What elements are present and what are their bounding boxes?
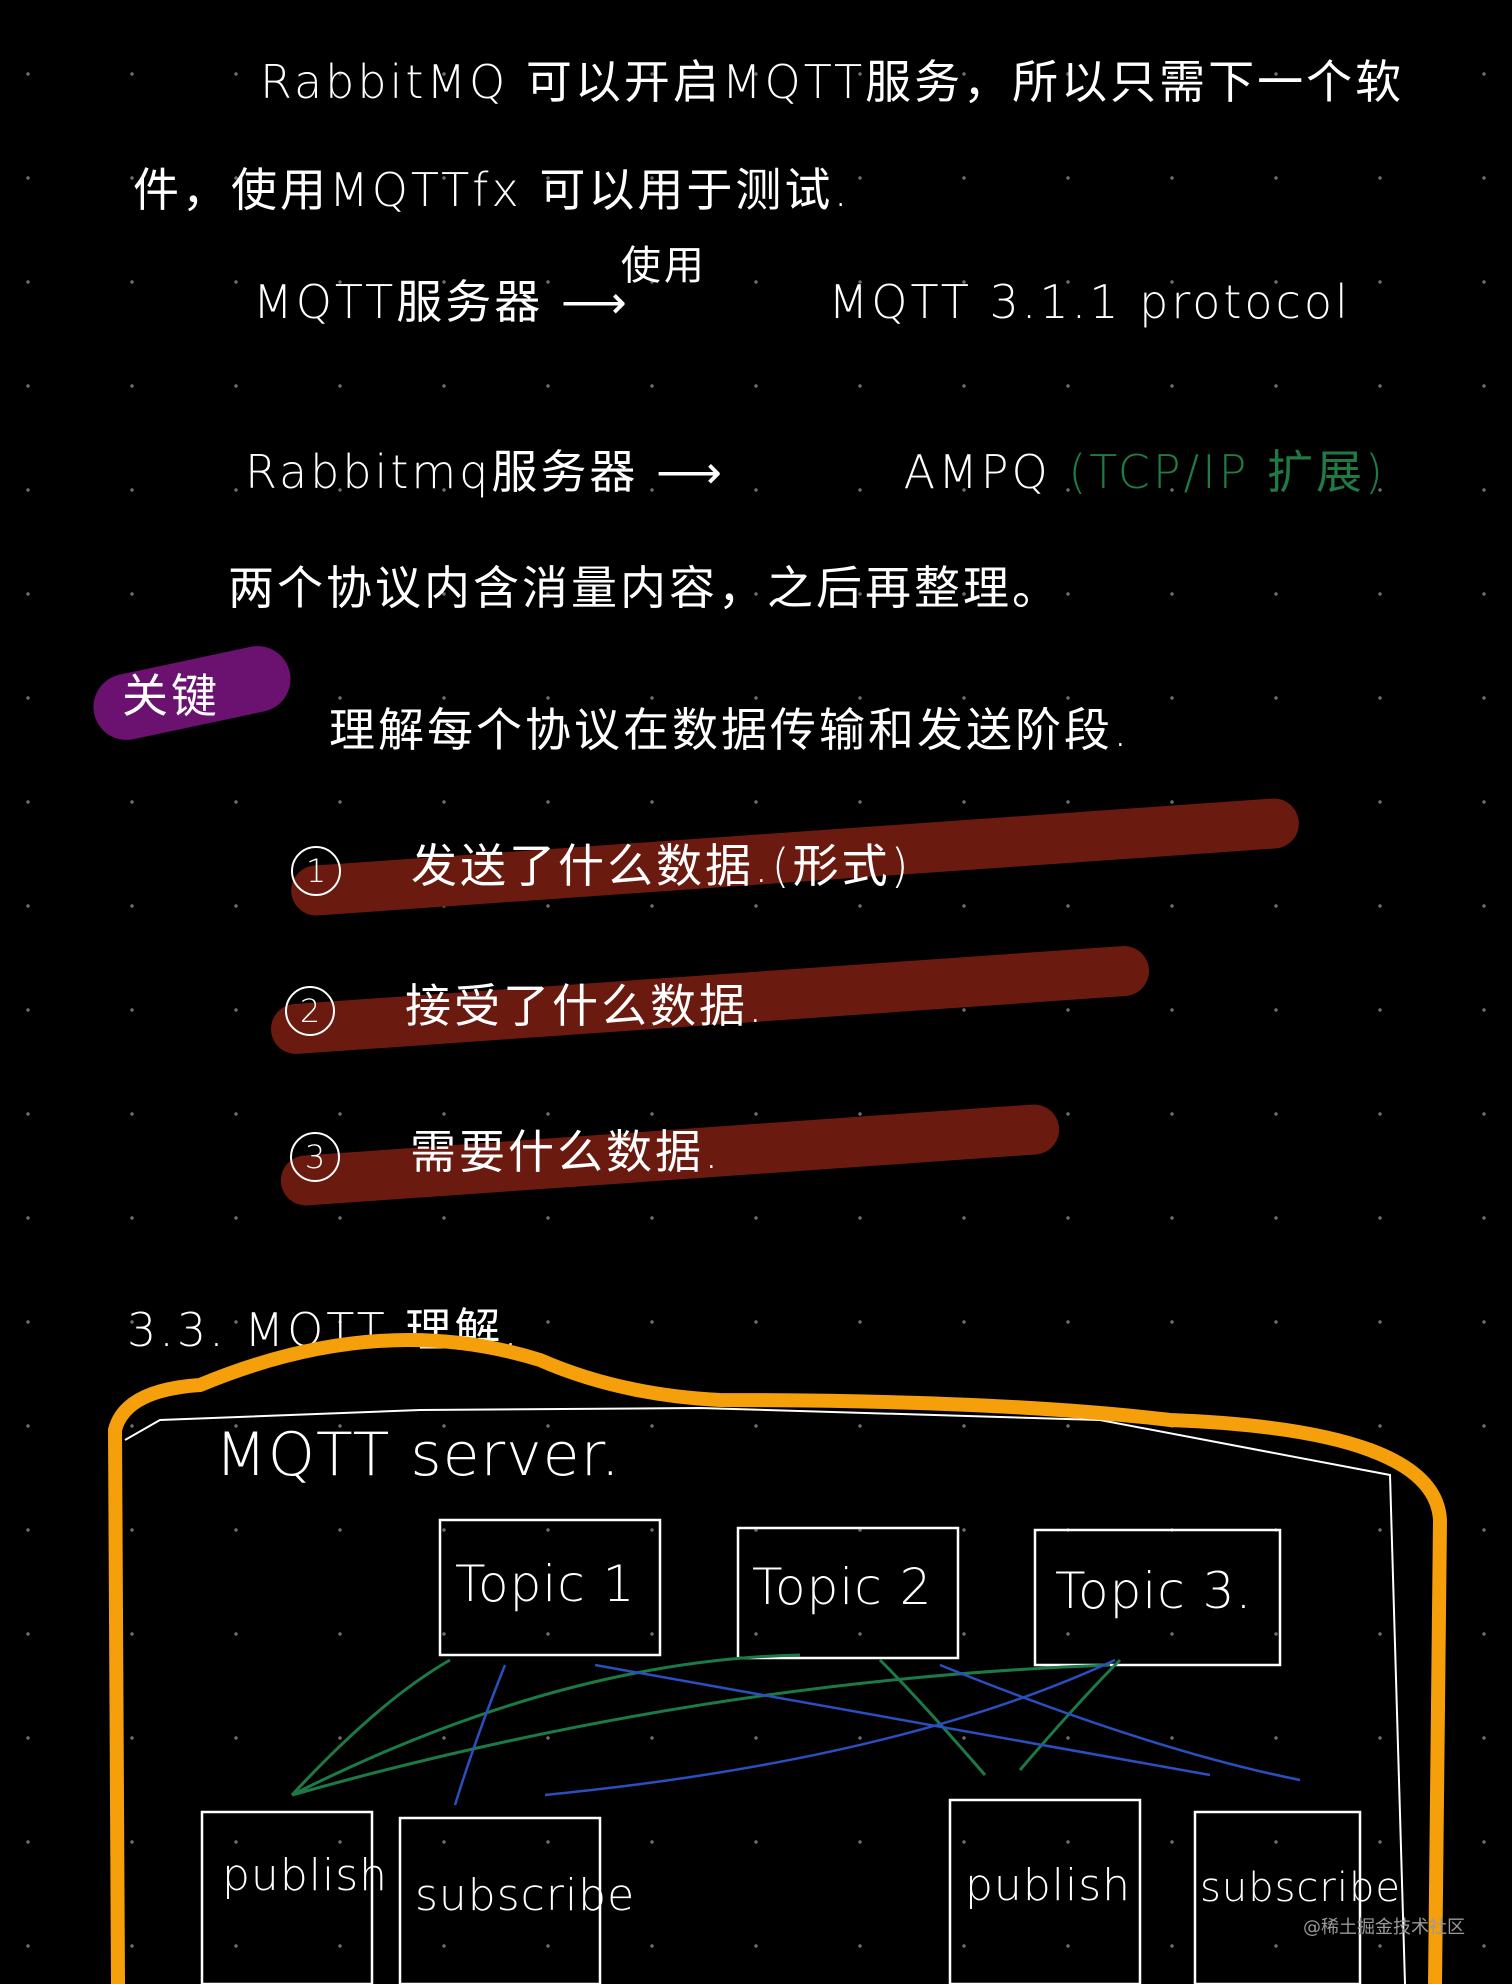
note-line-1: RabbitMQ 可以开启MQTT服务，所以只需下一个软 [260,55,1405,109]
point-2: 2 接受了什么数据. [285,970,766,1036]
topic-1-box [438,1518,662,1657]
arrow-label: 使用 [620,243,707,289]
mqtt-protocol: MQTT 3.1.1 protocol [828,275,1351,329]
point-number: 1 [291,846,341,896]
key-label: 关键 [122,669,220,723]
server-frame [108,1333,1447,1984]
topic-2-box [736,1526,960,1660]
publish-arrow [1018,1658,1122,1771]
publish-arrow [878,1658,987,1776]
publish-2-box [948,1798,1142,1984]
watermark: @稀土掘金技术社区 [1303,1917,1465,1938]
mqtt-server-row: MQTT服务器 使用 ⟶ MQTT 3.1.1 protocol [253,243,1351,332]
publish-arrow [291,1663,1111,1797]
point-text: 需要什么数据. [410,1125,722,1179]
arrow-right-icon: ⟶ [560,275,630,329]
subscribe-1-label: subscribe [415,1870,636,1921]
server-label: MQTT server. [215,1420,621,1490]
rabbit-label: Rabbitmq服务器 [245,445,639,499]
publish-2-label: publish [965,1860,1132,1911]
subscribe-2-box [1193,1810,1362,1984]
server-outline [124,1406,1406,1984]
arrow-right-icon: ⟶ [656,445,725,499]
point-3: 3 需要什么数据. [290,1116,722,1182]
subscribe-1-box [398,1816,602,1984]
key-text: 理解每个协议在数据传输和发送阶段. [329,703,1131,757]
arrow-with-label: 使用 ⟶ [560,243,811,329]
publish-arrow [291,1653,801,1797]
point-number: 2 [285,986,335,1036]
subscribe-arrow [594,1663,1211,1777]
mqtt-server-label: MQTT服务器 [253,275,544,329]
topic-3-label: Topic 3. [1055,1562,1253,1620]
ampq-label: AMPQ [903,445,1051,499]
point-1: 1 发送了什么数据.(形式) [291,830,912,896]
publish-1-box [200,1810,374,1984]
note-line-5: 两个协议内含消量内容，之后再整理。 [228,561,1061,615]
tcp-note: (TCP/IP 扩展) [1068,445,1386,499]
point-number: 3 [290,1132,340,1182]
topic-2-label: Topic 2 [752,1558,933,1616]
topic-3-box [1033,1528,1282,1667]
topic-1-label: Topic 1 [455,1555,636,1613]
point-text: 接受了什么数据. [405,979,766,1033]
subscribe-2-label: subscribe [1200,1865,1401,1911]
rabbit-row: Rabbitmq服务器 ⟶ AMPQ (TCP/IP 扩展) [245,436,1386,502]
publish-1-label: publish [222,1850,389,1901]
subscribe-arrow [544,1658,1116,1797]
publish-arrow [290,1658,451,1797]
point-text: 发送了什么数据.(形式) [411,839,912,893]
note-line-2: 件，使用MQTTfx 可以用于测试. [133,163,851,217]
subscribe-arrow [453,1664,507,1806]
subscribe-arrow [939,1663,1301,1782]
